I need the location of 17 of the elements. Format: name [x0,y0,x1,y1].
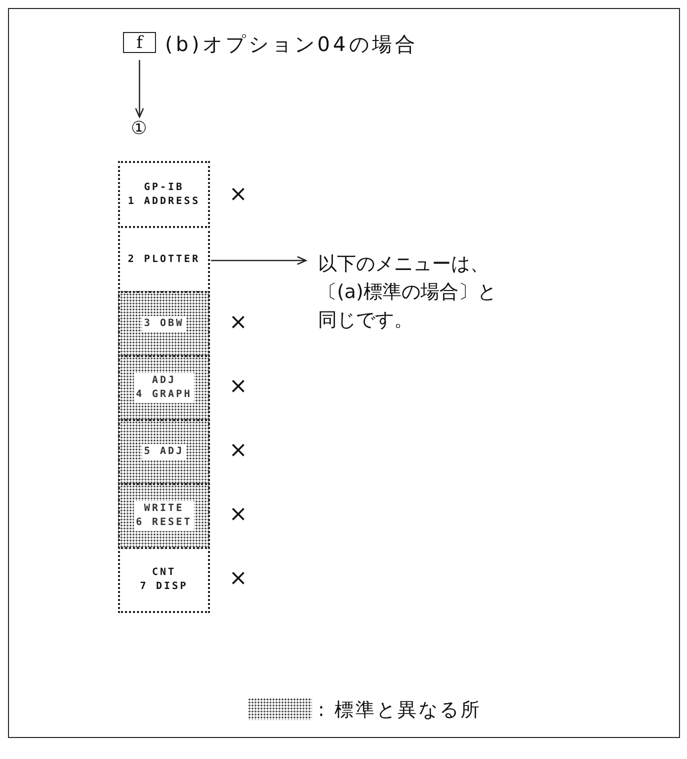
shaded-menu-item: 3 OBW [118,291,210,357]
cross-mark: × [229,310,248,335]
cross-mark: × [229,374,248,399]
heading-text: (b)オプション04の場合 [165,31,418,58]
arrow [134,60,144,118]
shaded-menu-item: 5 ADJ [118,419,210,485]
cross-mark: × [229,566,248,591]
legend-text: : 標準と異なる所 [318,698,482,723]
cross-mark: × [229,502,248,527]
key-box: f [123,32,156,53]
shaded-menu-item: ADJ 4 GRAPH [118,355,210,421]
arrow [211,256,307,266]
shaded-menu-item: WRITE 6 RESET [118,483,210,549]
step-marker: ① [129,118,149,138]
cross-mark: × [229,182,248,207]
note-text: 以下のメニューは、〔(a)標準の場合〕と同じです。 [318,244,508,340]
cross-mark: × [229,438,248,463]
